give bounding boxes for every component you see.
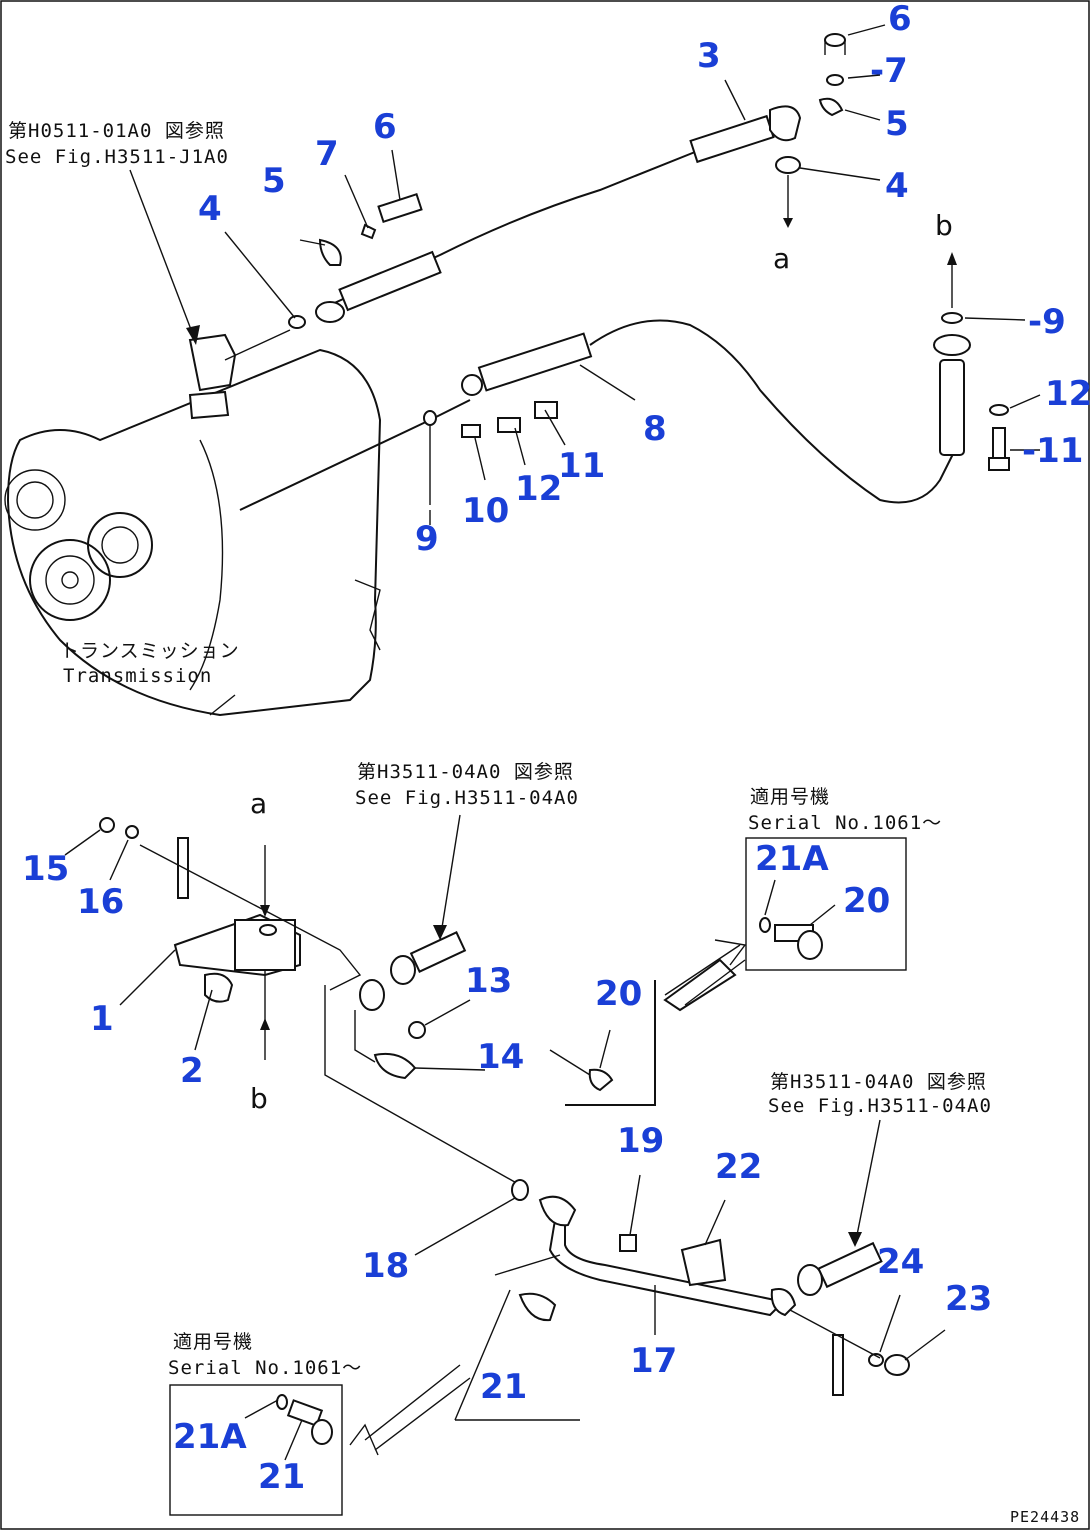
callout-10: 10 (462, 491, 509, 531)
callout-2: 2 (180, 1051, 204, 1091)
valve-block-1 (99, 817, 362, 1060)
callout-20: 20 (595, 974, 642, 1014)
transmission-housing (4, 348, 382, 717)
callout-9: 9 (415, 519, 439, 559)
flow-label-a-bottom: a (250, 787, 267, 820)
callout-22: 22 (715, 1147, 762, 1187)
reference-note-en-2: See Fig.H3511-04A0 (355, 787, 579, 809)
mount-bracket (188, 329, 291, 420)
transmission-label-jp: トランスミッション (60, 640, 240, 662)
callout-21A-box1: 21A (755, 839, 829, 879)
serial-note-jp-2: 適用号機 (173, 1331, 253, 1353)
callout-6-left: 6 (373, 107, 397, 147)
callout-20-box1: 20 (843, 881, 890, 921)
flow-label-a-top: a (773, 242, 790, 275)
callout-7: -7 (870, 51, 908, 91)
callout-3: 3 (697, 36, 721, 76)
callout-1: 1 (90, 999, 114, 1039)
reference-note-en-3: See Fig.H3511-04A0 (768, 1095, 992, 1117)
callout-17: 17 (630, 1341, 677, 1381)
reference-note-jp-1: 第H0511-01A0 図参照 (8, 120, 225, 142)
pipe-17 (454, 1119, 910, 1421)
serial-box-2 (169, 1364, 471, 1516)
callout-12: 12 (515, 469, 562, 509)
reference-note-en-1: See Fig.H3511-J1A0 (5, 146, 229, 168)
serial-note-jp-1: 適用号機 (750, 786, 830, 808)
leader-lines (64, 24, 1041, 1461)
flow-label-b-bottom: b (250, 1082, 268, 1115)
callout-5-left: 5 (262, 161, 286, 201)
callout-5: 5 (885, 104, 909, 144)
callout-14: 14 (477, 1037, 524, 1077)
serial-note-en-1: Serial No.1061～ (748, 812, 942, 834)
callout-18: 18 (362, 1246, 409, 1286)
callout-13: 13 (465, 961, 512, 1001)
callout-16: 16 (77, 882, 124, 922)
callout-24: 24 (877, 1242, 924, 1282)
callout-7-left: 7 (315, 134, 339, 174)
callout-12-right: 12 (1045, 374, 1090, 414)
callout-15: 15 (22, 849, 69, 889)
callout-21A-box2: 21A (173, 1417, 247, 1457)
callout-19: 19 (617, 1121, 664, 1161)
callout-11: 11 (558, 446, 605, 486)
callout-8: 8 (643, 409, 667, 449)
flow-label-b-top: b (935, 209, 953, 242)
transmission-label-en: Transmission (63, 665, 212, 687)
reference-note-jp-3: 第H3511-04A0 図参照 (770, 1071, 987, 1093)
callout-4: 4 (885, 166, 909, 206)
serial-box-1 (664, 837, 907, 1006)
callout-9-right: -9 (1028, 302, 1066, 342)
hose-3 (315, 105, 802, 323)
fitting-parts-top (288, 33, 846, 329)
drawing-code: PE24438 (1010, 1508, 1080, 1526)
serial-note-en-2: Serial No.1061～ (168, 1357, 362, 1379)
hose-8 (239, 252, 1010, 511)
lines-lower (324, 814, 737, 1201)
callout-11-right: -11 (1022, 431, 1083, 471)
callout-21: 21 (480, 1367, 527, 1407)
callout-21-box2: 21 (258, 1457, 305, 1497)
reference-note-jp-2: 第H3511-04A0 図参照 (357, 761, 574, 783)
callout-4-left: 4 (198, 189, 222, 229)
callout-23: 23 (945, 1279, 992, 1319)
callout-6: 6 (888, 0, 912, 39)
